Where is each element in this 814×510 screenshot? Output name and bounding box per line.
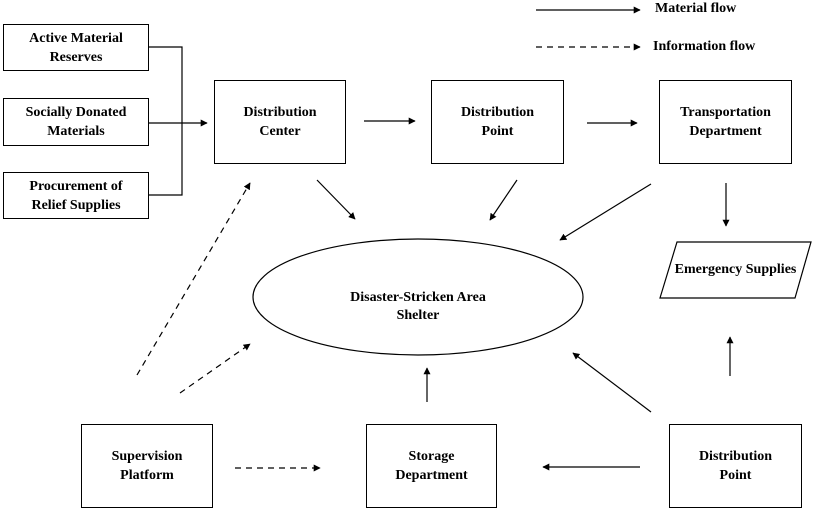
arrow-bottom-point-to-shelter [572,352,652,413]
supervision-platform-box: Supervision Platform [81,424,213,508]
shelter-ellipse [252,238,584,356]
arrow-transport-to-shelter [559,183,652,241]
distribution-point-bottom-box: Distribution Point [669,424,802,508]
procurement-relief-supplies-box: Procurement of Relief Supplies [3,172,149,219]
storage-department-box: Storage Department [366,424,497,508]
distribution-center-box: Distribution Center [214,80,346,164]
socially-donated-materials-box: Socially Donated Materials [3,98,149,146]
info-supervision-to-shelter [179,343,251,394]
legend-material-label: Material flow [655,1,737,16]
emergency-supplies-shape [659,241,812,299]
shelter-label: Disaster-Stricken Area Shelter [350,290,486,323]
active-material-reserves-box: Active Material Reserves [3,24,149,71]
distribution-point-top-box: Distribution Point [431,80,564,164]
sources-bracket [148,46,183,196]
arrow-center-to-shelter [316,179,356,220]
info-supervision-to-center [136,182,251,376]
legend-information-label: Information flow [653,39,756,54]
emergency-supplies-label: Emergency Supplies [674,262,797,277]
transportation-department-box: Transportation Department [659,80,792,164]
arrow-point-to-shelter [489,179,518,221]
